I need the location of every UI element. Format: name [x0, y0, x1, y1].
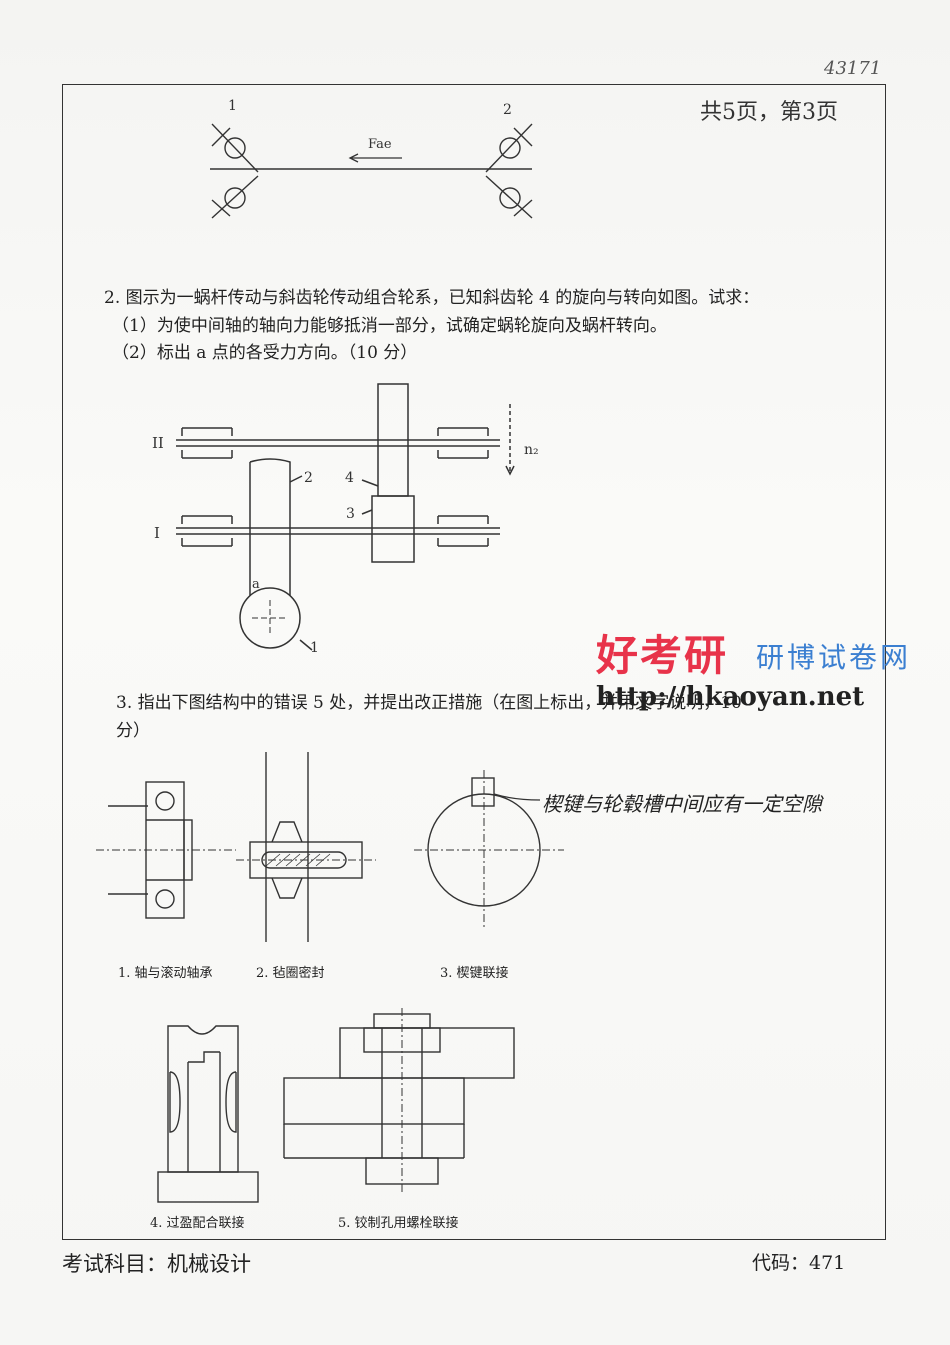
fig-reamed-bolt — [283, 1008, 515, 1194]
footer-code: 代码：471 — [752, 1252, 846, 1274]
caption-1: 1. 轴与滚动轴承 — [118, 966, 213, 981]
fig-shaft-bearing — [96, 781, 236, 919]
caption-2: 2. 毡圈密封 — [256, 966, 325, 981]
q2-line2: （1）为使中间轴的轴向力能够抵消一部分，试确定蜗轮旋向及蜗杆转向。 — [112, 316, 667, 336]
gear-1-label: 1 — [310, 640, 319, 656]
q2-line3: （2）标出 a 点的各受力方向。（10 分） — [112, 343, 418, 363]
q3-line2: 分） — [116, 721, 150, 741]
bearing-2-label: 2 — [503, 102, 512, 118]
q3-line1: 3. 指出下图结构中的错误 5 处，并提出改正措施（在图上标出，并用文字说明，1… — [116, 693, 742, 713]
watermark-brand: 好考研 — [596, 631, 729, 680]
fig-key-connection — [414, 770, 564, 930]
bearing-1-label: 1 — [228, 98, 237, 114]
bearing-2-top — [485, 123, 533, 173]
bearing-1-bottom — [211, 175, 259, 219]
n2-label: n₂ — [524, 442, 539, 458]
gear-3-label: 3 — [346, 506, 355, 522]
fae-arrow — [348, 153, 402, 163]
caption-3: 3. 楔键联接 — [440, 966, 509, 981]
watermark-slogan: 研博试卷网 — [756, 641, 912, 674]
page-info: 共5页，第3页 — [700, 100, 838, 125]
shaft-i-label: I — [154, 524, 160, 542]
fig-interference-fit — [157, 1025, 259, 1203]
bearing-2-bottom — [485, 175, 533, 219]
footer-subject: 考试科目：机械设计 — [62, 1252, 251, 1276]
handwritten-note: 楔键与轮毂槽中间应有一定空隙 — [542, 792, 822, 816]
doc-number: 43171 — [824, 58, 882, 79]
point-a-label: a — [252, 577, 260, 592]
caption-4: 4. 过盈配合联接 — [150, 1216, 245, 1231]
shaft-ii-label: II — [152, 434, 164, 452]
watermark-url: http://hkaoyan.net — [596, 682, 865, 712]
fae-label: Fae — [368, 137, 392, 152]
page-frame — [62, 84, 886, 1240]
q2-line1: 2. 图示为一蜗杆传动与斜齿轮传动组合轮系，已知斜齿轮 4 的旋向与转向如图。试… — [104, 288, 760, 308]
gear-train-diagram: II I n₂ 2 4 3 1 a — [152, 383, 539, 656]
gear-4-label: 4 — [345, 470, 354, 486]
bearing-1-top — [211, 123, 259, 173]
gear-2-label: 2 — [304, 470, 313, 486]
fig-felt-seal — [236, 752, 376, 942]
bearing-diagram: 1 2 Fae — [210, 98, 533, 219]
caption-5: 5. 铰制孔用螺栓联接 — [338, 1216, 459, 1231]
